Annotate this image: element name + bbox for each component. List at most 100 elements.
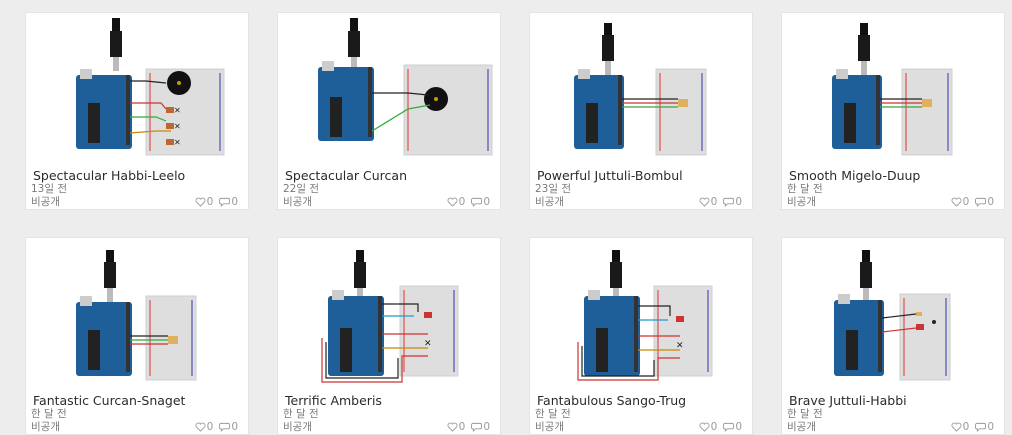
comment-count-value: 0 [735,196,742,208]
project-meta: 한 달 전 비공개 [787,183,823,209]
circuit-image [76,250,197,381]
comment-icon [471,422,483,432]
heart-icon [699,422,710,432]
project-age: 한 달 전 [31,408,67,420]
comment-count[interactable]: 0 [723,196,742,208]
comment-icon [219,422,231,432]
project-meta: 22일 전 비공개 [283,183,319,209]
comment-count[interactable]: 0 [471,421,490,433]
circuit-thumbnail[interactable] [530,13,754,165]
circuit-image [318,18,493,156]
project-stats: 0 0 [447,421,490,433]
circuit-thumbnail[interactable]: ✕✕✕ [26,13,250,165]
circuit-thumbnail[interactable]: ✕ [530,238,754,390]
circuit-image [834,250,951,381]
heart-icon [447,197,458,207]
project-card[interactable]: ✕ Fantabulous Sango-Trug 한 달 전 비공개 0 0 [529,237,753,435]
project-visibility: 비공개 [535,196,564,208]
comment-count-value: 0 [231,196,238,208]
circuit-image: ✕ [321,250,459,383]
project-meta: 23일 전 비공개 [535,183,571,209]
project-stats: 0 0 [699,421,742,433]
circuit-thumbnail[interactable] [26,238,250,390]
heart-icon [951,197,962,207]
like-count[interactable]: 0 [951,196,969,208]
circuit-image: ✕✕✕ [76,18,225,156]
project-card[interactable]: Brave Juttuli-Habbi 한 달 전 비공개 0 0 [781,237,1005,435]
project-title[interactable]: Brave Juttuli-Habbi [789,393,907,408]
comment-count[interactable]: 0 [219,196,238,208]
project-card[interactable]: ✕✕✕ Spectacular Habbi-Leelo 13일 전 비공개 0 … [25,12,249,210]
project-visibility: 비공개 [283,421,312,433]
project-meta: 한 달 전 비공개 [283,408,319,434]
comment-icon [975,422,987,432]
comment-icon [471,197,483,207]
circuit-image [832,23,953,156]
project-card[interactable]: ✕ Terrific Amberis 한 달 전 비공개 0 0 [277,237,501,435]
circuit-thumbnail[interactable] [278,13,502,165]
project-meta: 한 달 전 비공개 [31,408,67,434]
circuit-thumbnail[interactable] [782,238,1006,390]
project-card[interactable]: Fantastic Curcan-Snaget 한 달 전 비공개 0 0 [25,237,249,435]
like-count-value: 0 [206,421,214,433]
comment-count[interactable]: 0 [219,421,238,433]
project-age: 한 달 전 [535,408,571,420]
project-title[interactable]: Terrific Amberis [285,393,382,408]
project-age: 13일 전 [31,183,68,195]
project-title[interactable]: Powerful Juttuli-Bombul [537,168,683,183]
project-visibility: 비공개 [787,421,816,433]
comment-icon [219,197,231,207]
circuit-image [574,23,707,156]
comment-count[interactable]: 0 [975,196,994,208]
svg-text:✕: ✕ [676,341,684,351]
project-title[interactable]: Fantastic Curcan-Snaget [33,393,186,408]
project-title[interactable]: Spectacular Curcan [285,168,408,183]
project-stats: 0 0 [951,421,994,433]
like-count[interactable]: 0 [195,196,214,208]
heart-icon [195,197,206,207]
project-card[interactable]: Smooth Migelo-Duup 한 달 전 비공개 0 0 [781,12,1005,210]
project-visibility: 비공개 [31,421,60,433]
circuit-thumbnail[interactable]: ✕ [278,238,502,390]
heart-icon [951,422,962,432]
comment-count-value: 0 [483,421,490,433]
heart-icon [447,422,458,432]
like-count-value: 0 [458,196,466,208]
like-count[interactable]: 0 [447,421,466,433]
project-visibility: 비공개 [535,421,564,433]
comment-icon [723,197,735,207]
comment-count-value: 0 [987,196,994,208]
like-count-value: 0 [458,421,466,433]
like-count[interactable]: 0 [699,421,718,433]
project-title[interactable]: Smooth Migelo-Duup [789,168,921,183]
project-age: 23일 전 [535,183,572,195]
like-count-value: 0 [962,421,970,433]
like-count-value: 0 [206,196,214,208]
svg-text:✕: ✕ [174,106,181,115]
heart-icon [195,422,206,432]
project-age: 한 달 전 [787,408,823,420]
circuit-thumbnail[interactable] [782,13,1006,165]
project-visibility: 비공개 [283,196,312,208]
heart-icon [699,197,710,207]
project-visibility: 비공개 [31,196,60,208]
like-count[interactable]: 0 [699,196,717,208]
comment-count[interactable]: 0 [471,196,490,208]
like-count-value: 0 [710,421,718,433]
like-count[interactable]: 0 [195,421,214,433]
project-stats: 0 0 [195,421,238,433]
project-stats: 0 0 [699,196,742,208]
like-count[interactable]: 0 [951,421,970,433]
project-title[interactable]: Spectacular Habbi-Leelo [33,168,186,183]
comment-count-value: 0 [987,421,994,433]
project-title[interactable]: Fantabulous Sango-Trug [537,393,687,408]
comment-count[interactable]: 0 [975,421,994,433]
comment-count[interactable]: 0 [723,421,742,433]
project-card[interactable]: Spectacular Curcan 22일 전 비공개 0 0 [277,12,501,210]
like-count[interactable]: 0 [447,196,466,208]
project-card[interactable]: Powerful Juttuli-Bombul 23일 전 비공개 0 0 [529,12,753,210]
comment-count-value: 0 [735,421,742,433]
project-stats: 0 0 [195,196,238,208]
project-stats: 0 0 [447,196,490,208]
